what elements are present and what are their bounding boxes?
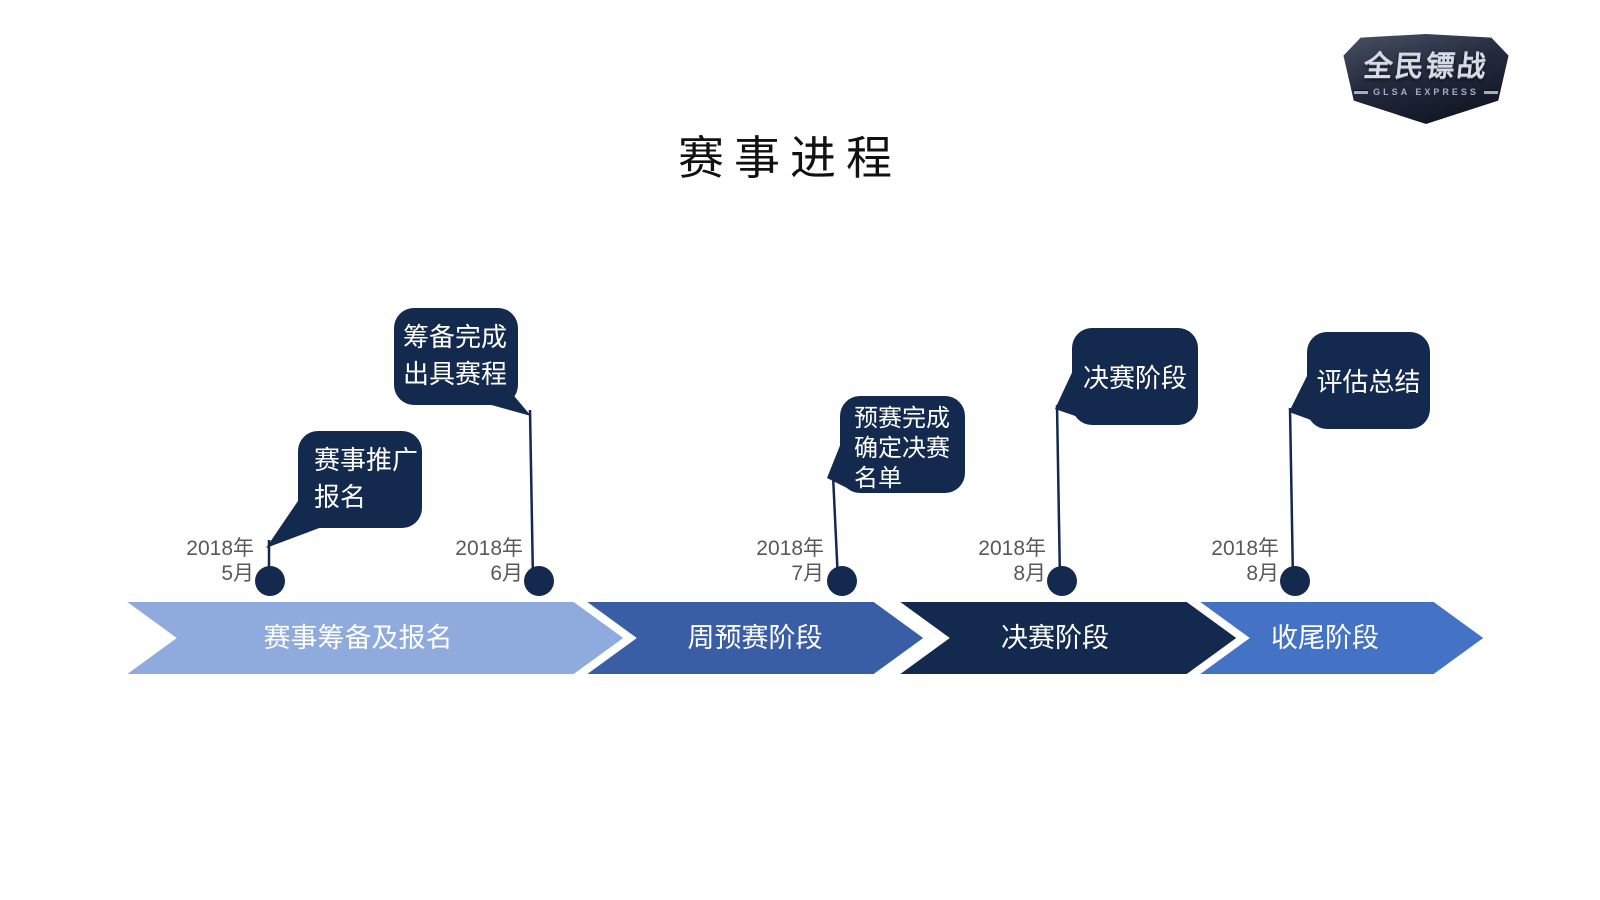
milestone-dot-2 xyxy=(524,566,554,596)
callout-bubble-final-stage: 决赛阶段 xyxy=(1072,328,1198,425)
connector-line-2 xyxy=(528,409,535,582)
phase-label-1: 赛事筹备及报名 xyxy=(263,623,453,653)
phase-label-4: 收尾阶段 xyxy=(1271,623,1379,653)
connector-line-5 xyxy=(1288,407,1295,582)
date-label-3: 2018年 7月 xyxy=(756,537,824,585)
phase-arrow-1 xyxy=(102,594,637,682)
phase-arrow-3 xyxy=(875,594,1250,682)
date-label-5: 2018年 8月 xyxy=(1211,537,1279,585)
logo-decorative-bar xyxy=(1354,90,1369,94)
callout-bubble-evaluation: 评估总结 xyxy=(1307,332,1430,429)
milestone-dot-3 xyxy=(827,566,857,596)
callout-bubble-schedule: 筹备完成 出具赛程 xyxy=(394,308,518,405)
date-label-2: 2018年 6月 xyxy=(455,537,523,585)
milestone-dot-1 xyxy=(255,566,285,596)
callout-bubble-registration: 赛事推广 报名 xyxy=(298,431,422,528)
page-title: 赛事进程 xyxy=(678,133,902,184)
milestone-dot-4 xyxy=(1047,566,1077,596)
connector-line-3 xyxy=(831,474,840,582)
phase-label-3: 决赛阶段 xyxy=(1001,623,1109,653)
milestone-dot-5 xyxy=(1280,566,1310,596)
logo-sub-text: GLSA EXPRESS xyxy=(1354,87,1498,97)
connector-line-4 xyxy=(1055,404,1062,582)
callout-bubble-finalists: 预赛完成 确定决赛 名单 xyxy=(840,396,965,493)
date-label-1: 2018年 5月 xyxy=(186,537,254,585)
phase-label-2: 周预赛阶段 xyxy=(687,623,823,653)
date-label-4: 2018年 8月 xyxy=(978,537,1046,585)
logo-decorative-bar xyxy=(1483,90,1498,94)
